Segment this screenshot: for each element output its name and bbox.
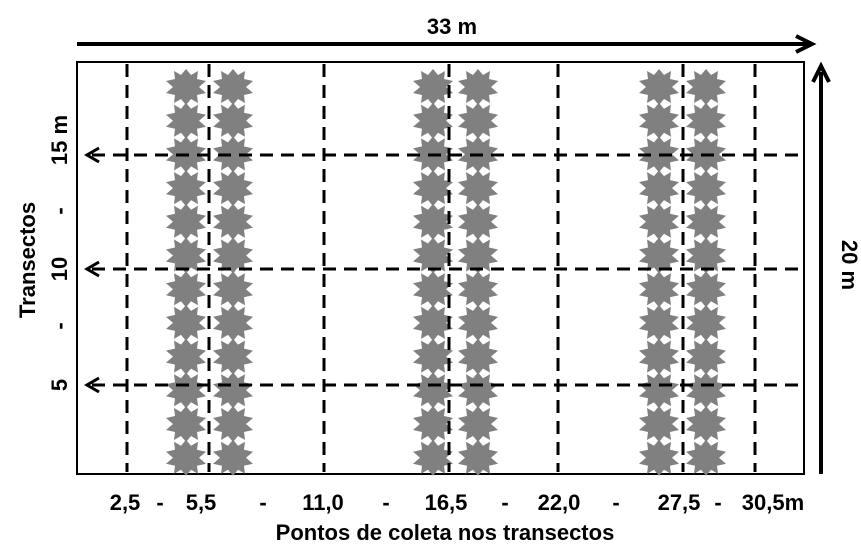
point-separator: - bbox=[156, 490, 163, 515]
plant-icon bbox=[458, 304, 498, 341]
plant-icon bbox=[458, 406, 498, 442]
plant-icon bbox=[686, 271, 726, 308]
arrow-icon bbox=[84, 146, 100, 164]
plant-icon bbox=[639, 304, 679, 341]
point-label: 5,5 bbox=[186, 490, 217, 515]
width-arrow bbox=[77, 34, 817, 54]
transect-5 bbox=[84, 376, 804, 394]
transect-15 bbox=[84, 146, 804, 164]
plant-icon bbox=[413, 203, 453, 240]
plant-icon bbox=[639, 102, 679, 139]
plant-icon bbox=[213, 271, 253, 308]
plant-icon bbox=[458, 170, 498, 207]
y-axis-title: Transectos bbox=[15, 202, 40, 318]
point-separator: - bbox=[382, 490, 389, 515]
plant-icon bbox=[458, 69, 498, 105]
plant-icon bbox=[458, 372, 498, 409]
point-separator: - bbox=[714, 490, 721, 515]
plant-icon bbox=[639, 170, 679, 207]
plant-icon bbox=[686, 439, 726, 476]
y-tick-10: 10 bbox=[47, 257, 72, 281]
arrow-icon bbox=[84, 260, 100, 278]
plant-icon bbox=[458, 338, 498, 375]
plant-icon bbox=[639, 439, 679, 476]
plant-icon bbox=[686, 203, 726, 240]
plant-icon bbox=[458, 203, 498, 240]
plant-icon bbox=[213, 406, 253, 442]
plant-icon bbox=[686, 102, 726, 139]
plant-icon bbox=[166, 304, 206, 341]
transect-10 bbox=[84, 260, 804, 278]
point-separator: - bbox=[612, 490, 619, 515]
plant-icon bbox=[213, 338, 253, 375]
plant-icon bbox=[686, 304, 726, 341]
plant-icon bbox=[413, 102, 453, 139]
point-label: 27,5 bbox=[658, 490, 701, 515]
plant-icon bbox=[413, 372, 453, 409]
plot-border bbox=[76, 61, 805, 475]
point-label: 16,5 bbox=[425, 490, 468, 515]
plant-icon bbox=[686, 69, 726, 105]
plant-icon bbox=[166, 203, 206, 240]
plant-icon bbox=[213, 203, 253, 240]
x-axis-title: Pontos de coleta nos transectos bbox=[276, 520, 615, 544]
plant-icon bbox=[166, 102, 206, 139]
height-label: 20 m bbox=[837, 240, 861, 290]
plant-icon bbox=[458, 102, 498, 139]
plant-icon bbox=[213, 170, 253, 207]
plant-icon bbox=[413, 406, 453, 442]
plant-icon bbox=[413, 271, 453, 308]
plant-icon bbox=[213, 69, 253, 105]
plant-icon bbox=[458, 439, 498, 476]
plant-icon bbox=[166, 439, 206, 476]
width-label: 33 m bbox=[427, 14, 477, 39]
plant-icon bbox=[213, 102, 253, 139]
y-tick-5: 5 bbox=[47, 379, 72, 391]
point-label: 22,0 bbox=[538, 490, 581, 515]
y-separator: - bbox=[47, 322, 72, 329]
plant-icon bbox=[413, 69, 453, 105]
plant-icon bbox=[413, 170, 453, 207]
arrow-icon bbox=[811, 61, 831, 83]
plant-icon bbox=[686, 338, 726, 375]
plant-icon bbox=[213, 372, 253, 409]
plant-icon bbox=[213, 304, 253, 341]
plant-icon bbox=[166, 372, 206, 409]
plant-icon bbox=[166, 338, 206, 375]
plant-icon bbox=[166, 170, 206, 207]
y-tick-15: 15 m bbox=[47, 115, 72, 165]
plant-icon bbox=[686, 372, 726, 409]
y-separator: - bbox=[47, 207, 72, 214]
plant-icon bbox=[686, 170, 726, 207]
plant-icon bbox=[639, 203, 679, 240]
arrow-icon bbox=[795, 34, 817, 54]
plant-icon bbox=[166, 406, 206, 442]
plant-icon bbox=[639, 372, 679, 409]
plant-icon bbox=[166, 271, 206, 308]
point-separator: - bbox=[501, 490, 508, 515]
plant-icon bbox=[639, 406, 679, 442]
height-arrow bbox=[811, 61, 831, 474]
plant-icon bbox=[413, 439, 453, 476]
plant-icon bbox=[639, 69, 679, 105]
arrow-icon bbox=[84, 376, 100, 394]
plant-icon bbox=[458, 271, 498, 308]
point-label: 2,5 bbox=[110, 490, 141, 515]
plant-icon bbox=[213, 439, 253, 476]
plant-icon bbox=[686, 406, 726, 442]
point-separator: - bbox=[259, 490, 266, 515]
collection-point-lines bbox=[125, 64, 757, 472]
plant-icon bbox=[166, 69, 206, 105]
plant-rows bbox=[166, 69, 726, 476]
plant-icon bbox=[639, 338, 679, 375]
plant-icon bbox=[413, 338, 453, 375]
point-label: 30,5m bbox=[742, 490, 804, 515]
plant-icon bbox=[639, 271, 679, 308]
point-label: 11,0 bbox=[302, 490, 344, 515]
plant-icon bbox=[413, 304, 453, 341]
